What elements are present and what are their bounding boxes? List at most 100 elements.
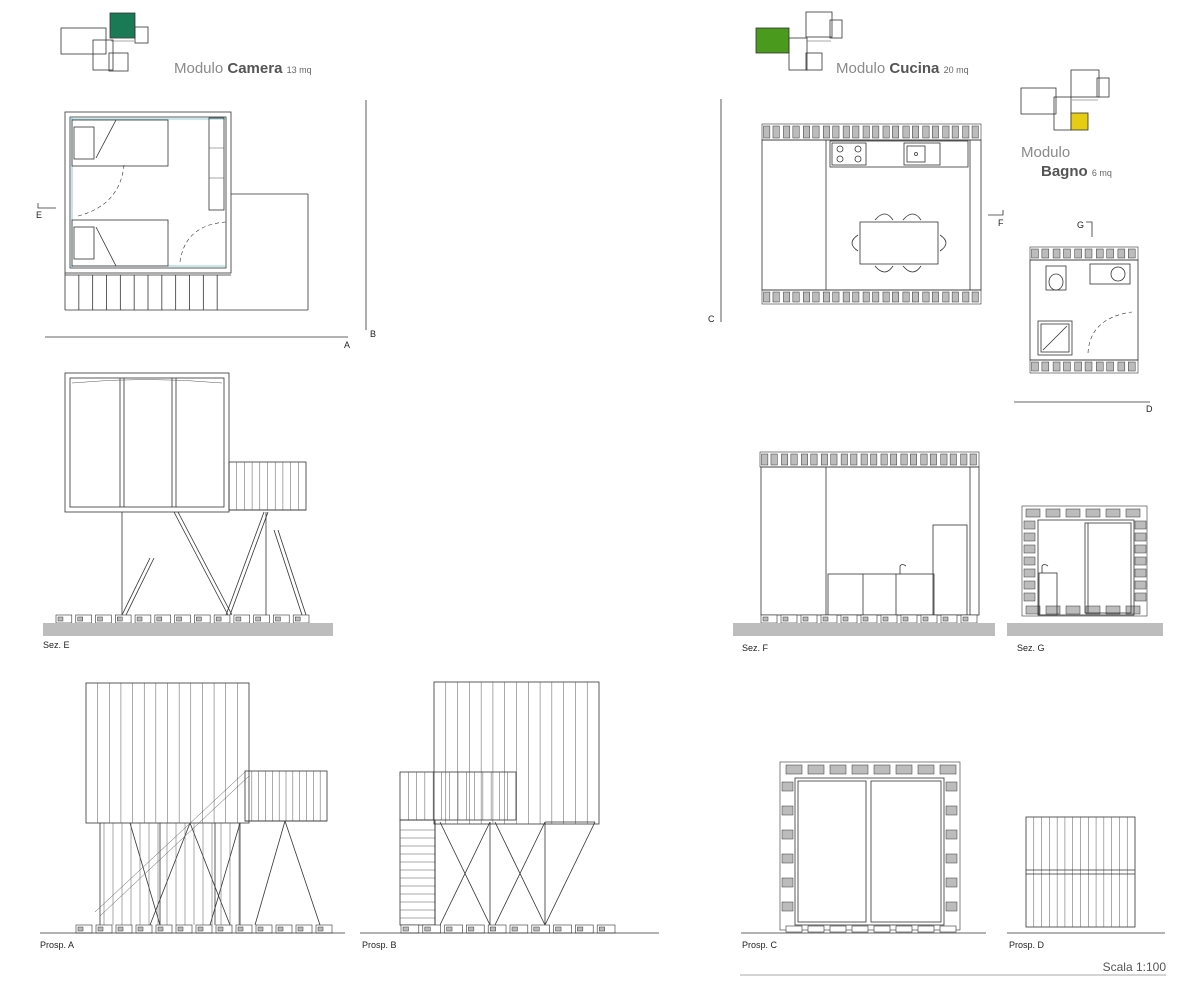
pallet-block [792, 291, 800, 303]
pallet-block [912, 125, 919, 139]
bagno-title-prefix: Modulo [1021, 144, 1070, 161]
pallet-block [870, 453, 878, 466]
pallet-block [895, 764, 913, 775]
pallet-block [1074, 361, 1082, 372]
pallet-block [962, 291, 970, 303]
pallet-block [1134, 520, 1147, 530]
pallet-block [850, 453, 858, 466]
foot-block [215, 616, 222, 622]
foot-block [895, 925, 913, 933]
tall-cabinet [932, 524, 968, 616]
elevation-d [1007, 816, 1165, 934]
foot-block [136, 616, 143, 622]
pallet-block [1084, 248, 1093, 259]
foot-block [277, 926, 284, 932]
foot-block [922, 616, 929, 622]
pallet-block [781, 853, 794, 864]
pallet-block [1023, 532, 1036, 542]
foot-block [97, 616, 103, 622]
pallet-block [882, 125, 890, 139]
pallet-block [945, 901, 958, 912]
pallet-block [892, 291, 900, 303]
pallet-block [900, 453, 908, 466]
pallet-block [962, 125, 970, 139]
pallet-block [1106, 361, 1114, 372]
pallet-block [792, 125, 800, 139]
pallet-frame [779, 761, 961, 931]
pallet-block [922, 125, 930, 139]
foot-block [255, 616, 261, 622]
pallet-block [890, 453, 898, 466]
pallet-block [940, 453, 948, 466]
key-plan-camera [60, 12, 149, 72]
foot-block [317, 926, 324, 932]
pallet-block [1105, 605, 1121, 615]
pallet-block [1065, 605, 1081, 615]
label-sez-e: Sez. E [43, 640, 70, 650]
pallet-block [922, 291, 930, 303]
camera-title: Modulo Camera 13 mq [174, 60, 312, 77]
pallet-block [931, 291, 939, 303]
marker-f: F [998, 218, 1004, 228]
bagno-title: Bagno 6 mq [1041, 163, 1112, 180]
pallet-block [852, 125, 860, 139]
pallet-block [951, 291, 959, 303]
pallet-block [1128, 361, 1136, 372]
foot-block [77, 926, 84, 932]
foot-block [807, 925, 825, 933]
support-leg [284, 820, 321, 926]
support-leg [149, 822, 191, 926]
pallet-block [945, 829, 958, 840]
foot-block [275, 616, 281, 622]
pallet-block [822, 291, 830, 303]
pallet-block [942, 125, 950, 139]
bagno-highlight [1071, 113, 1088, 130]
foot-block [862, 616, 869, 622]
pallet-block [892, 125, 900, 139]
pallet-block [910, 453, 917, 466]
pallet-block [1134, 556, 1147, 566]
foot-block [176, 616, 182, 622]
pallet-block [873, 764, 891, 775]
pallet-block [931, 125, 939, 139]
pallet-frame [1021, 505, 1148, 617]
key-plan-cucina [755, 11, 843, 71]
foot-block [117, 926, 124, 932]
pallet-block [1023, 556, 1036, 566]
foot-block [942, 616, 949, 622]
pallet-block [763, 291, 771, 303]
pallet-block [951, 125, 959, 139]
pallet-block [781, 901, 794, 912]
foot-block [842, 616, 849, 622]
pallet-block [949, 453, 957, 466]
pallet-block [945, 877, 958, 888]
pallet-block [810, 453, 818, 466]
pallet-block [1023, 592, 1036, 602]
pallet-block [1128, 248, 1136, 259]
pallet-block [1065, 508, 1081, 518]
pallet-block [1134, 580, 1147, 590]
pallet-block [763, 125, 771, 139]
pallet-block [1134, 592, 1147, 602]
pallet-block [772, 291, 780, 303]
foot-block [555, 926, 562, 932]
pallet-block [1041, 248, 1050, 259]
foot-block [822, 616, 829, 622]
support-leg [544, 821, 596, 926]
scale-label: Scala 1:100 [1103, 960, 1167, 974]
pallet-block [1096, 361, 1104, 372]
kitchen-counter [829, 140, 969, 168]
marker-e: E [36, 210, 42, 220]
foot-block [489, 926, 496, 932]
marker-a: A [344, 340, 350, 350]
foot-block [851, 925, 869, 933]
pallet-block [945, 805, 958, 816]
plan-cucina [720, 99, 1004, 322]
label-sez-g: Sez. G [1017, 643, 1045, 653]
support-leg [189, 822, 231, 926]
foot-block [197, 926, 204, 932]
pallet-block [1134, 532, 1147, 542]
pallet-block [1084, 361, 1093, 372]
pallet-block [801, 453, 808, 466]
elevation-b [360, 681, 659, 934]
